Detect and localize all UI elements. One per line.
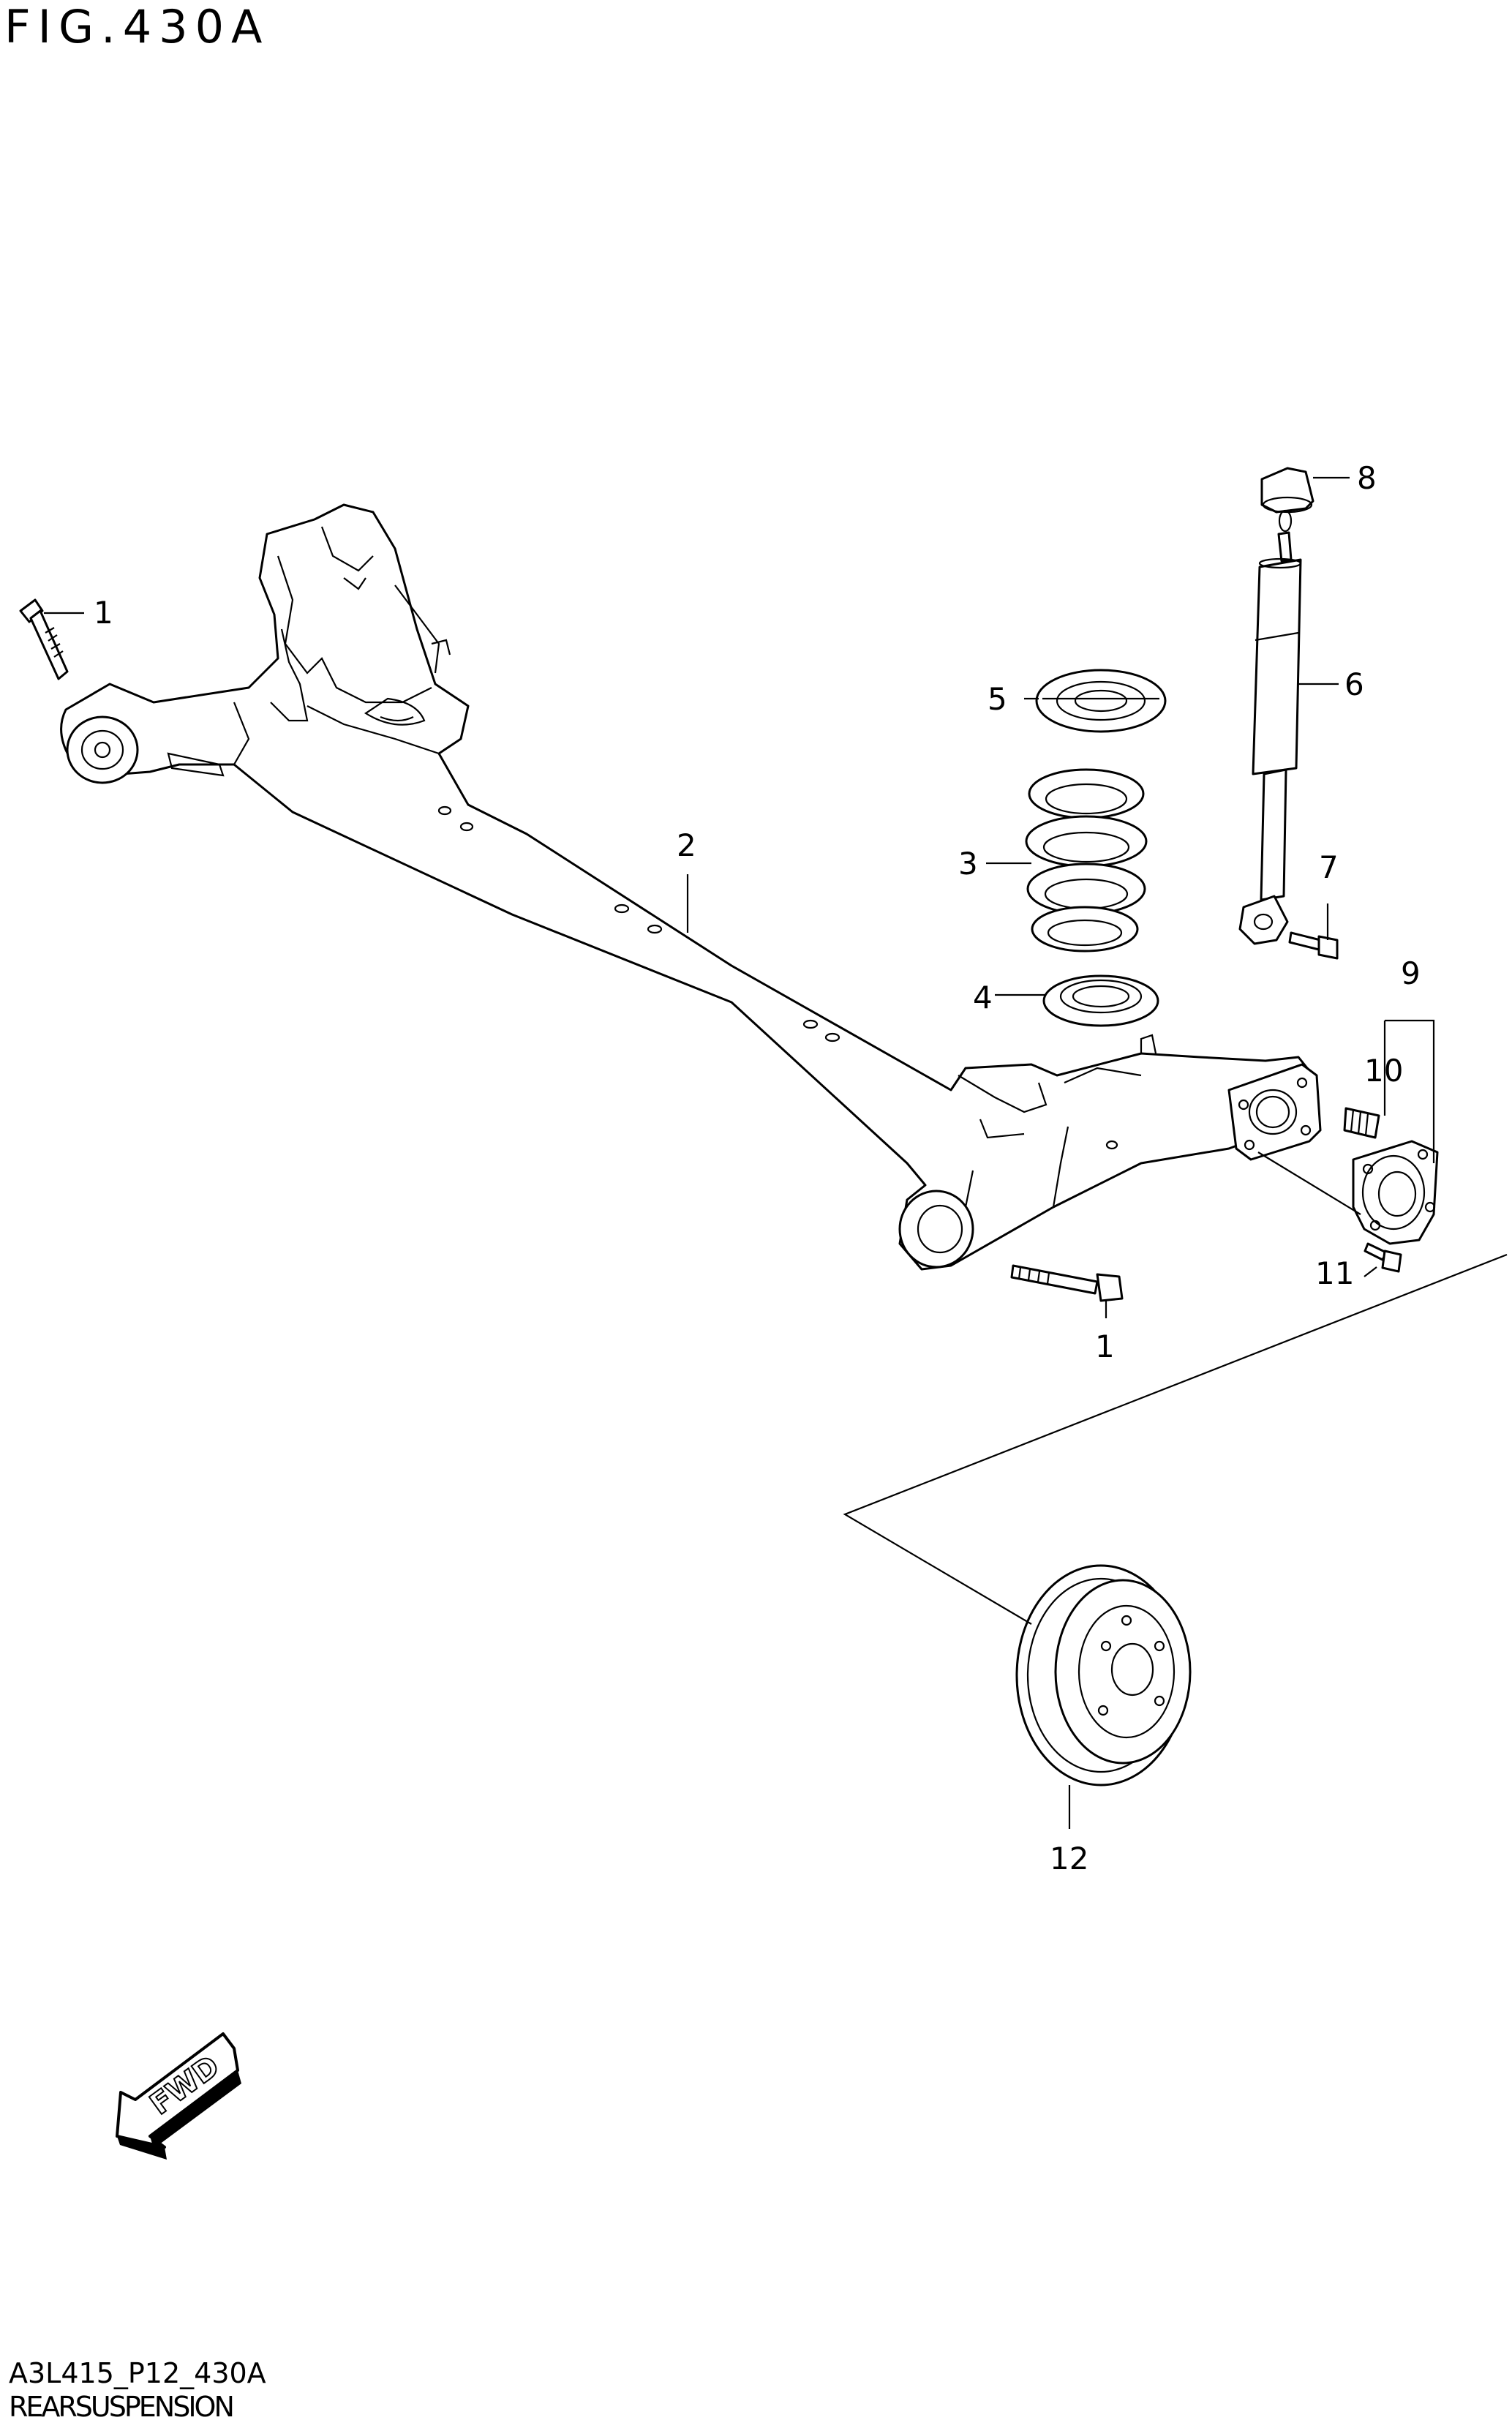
spring-seat[interactable]	[1035, 669, 1167, 733]
bolt-icon[interactable]	[19, 598, 69, 680]
callout-1: 1	[94, 595, 113, 631]
leader-lines	[44, 476, 1435, 1829]
callout-4: 4	[973, 980, 993, 1015]
callout-8: 8	[1357, 460, 1377, 496]
bolt-icon[interactable]	[1343, 1107, 1380, 1139]
assembly-line	[843, 1253, 1508, 1625]
callout-9: 9	[1401, 955, 1421, 991]
callout-2: 2	[677, 827, 696, 863]
callout-1-lower: 1	[1095, 1329, 1115, 1364]
diagram-code: A3L415_P12_430A	[9, 2357, 266, 2389]
wheel-hub[interactable]	[1352, 1140, 1439, 1245]
callout-3: 3	[958, 846, 978, 882]
spring-seat[interactable]	[1042, 974, 1159, 1027]
callout-7: 7	[1319, 849, 1339, 885]
brake-drum[interactable]	[1015, 1564, 1192, 1786]
shock-absorber[interactable]	[1238, 509, 1302, 945]
bolt-icon[interactable]	[1288, 931, 1339, 960]
figure-title: FIG.430A	[4, 0, 270, 53]
callout-11: 11	[1315, 1255, 1354, 1291]
callout-6: 6	[1344, 666, 1364, 702]
callout-5: 5	[988, 681, 1007, 717]
rear-axle-beam[interactable]	[60, 503, 1322, 1271]
diagram-name: REARSUSPENSION	[9, 2391, 235, 2423]
bolt-icon[interactable]	[1010, 1264, 1124, 1302]
callout-10: 10	[1364, 1053, 1403, 1089]
fwd-arrow-icon: FWD	[116, 2032, 241, 2160]
bolt-icon[interactable]	[1364, 1242, 1402, 1273]
callout-12: 12	[1050, 1841, 1088, 1876]
coil-spring[interactable]	[1025, 768, 1148, 953]
assembly-line	[1257, 1151, 1361, 1215]
bump-stopper[interactable]	[1260, 467, 1314, 514]
